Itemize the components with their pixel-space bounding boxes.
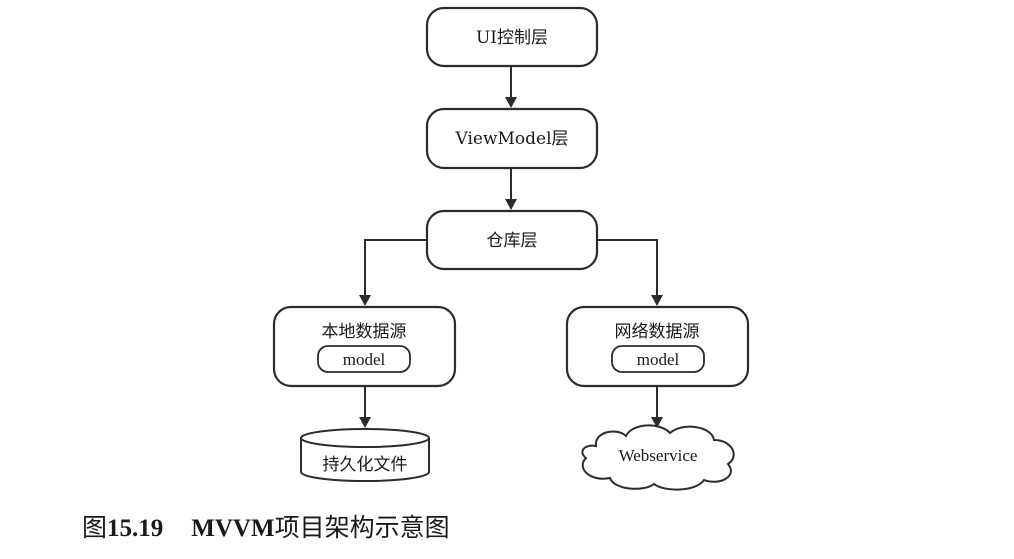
arrow-head-viewmodel [505, 97, 517, 108]
caption-bold-title: MVVM [191, 515, 275, 542]
node-local-source-model-label: model [343, 350, 386, 369]
arrow-head-remote [651, 295, 663, 306]
node-ui-layer: UI控制层 [425, 6, 599, 68]
node-remote-source: 网络数据源 model [565, 305, 750, 388]
node-viewmodel-layer-box [425, 107, 599, 170]
node-repository-layer-label: 仓库层 [487, 231, 538, 251]
node-persistence-file: 持久化文件 [300, 428, 430, 482]
arrow-head-local [359, 295, 371, 306]
node-local-source-model-box [317, 345, 411, 373]
caption-prefix: 图 [82, 513, 108, 542]
arrow-head-repository [505, 199, 517, 210]
node-webservice-label: Webservice [619, 446, 698, 465]
figure-caption: 图15.19 MVVM项目架构示意图 [82, 508, 450, 544]
node-ui-layer-box [425, 6, 599, 68]
cylinder-shape [300, 428, 430, 482]
node-viewmodel-layer: ViewModel层 [425, 107, 599, 170]
edge-repository-to-local [364, 239, 427, 296]
node-repository-layer: 仓库层 [425, 209, 599, 271]
arrow-head-file [359, 417, 371, 428]
node-repository-layer-box [425, 209, 599, 271]
arrow-head-webservice [651, 417, 663, 428]
cloud-shape [581, 424, 735, 491]
connectors [359, 66, 663, 428]
node-viewmodel-layer-label: ViewModel层 [454, 129, 568, 149]
node-persistence-file-label: 持久化文件 [323, 455, 408, 475]
edge-repository-to-remote [597, 239, 658, 296]
node-remote-source-model-box [611, 345, 705, 373]
node-remote-source-title: 网络数据源 [615, 322, 700, 342]
node-ui-layer-label: UI控制层 [476, 28, 548, 48]
node-remote-source-model-label: model [637, 350, 680, 369]
node-local-source: 本地数据源 model [272, 305, 457, 388]
node-local-source-title: 本地数据源 [322, 322, 407, 342]
caption-title: 项目架构示意图 [274, 513, 450, 542]
node-webservice: Webservice [581, 424, 735, 491]
caption-number: 15.19 [107, 515, 164, 542]
cylinder-top-rim [300, 437, 430, 448]
